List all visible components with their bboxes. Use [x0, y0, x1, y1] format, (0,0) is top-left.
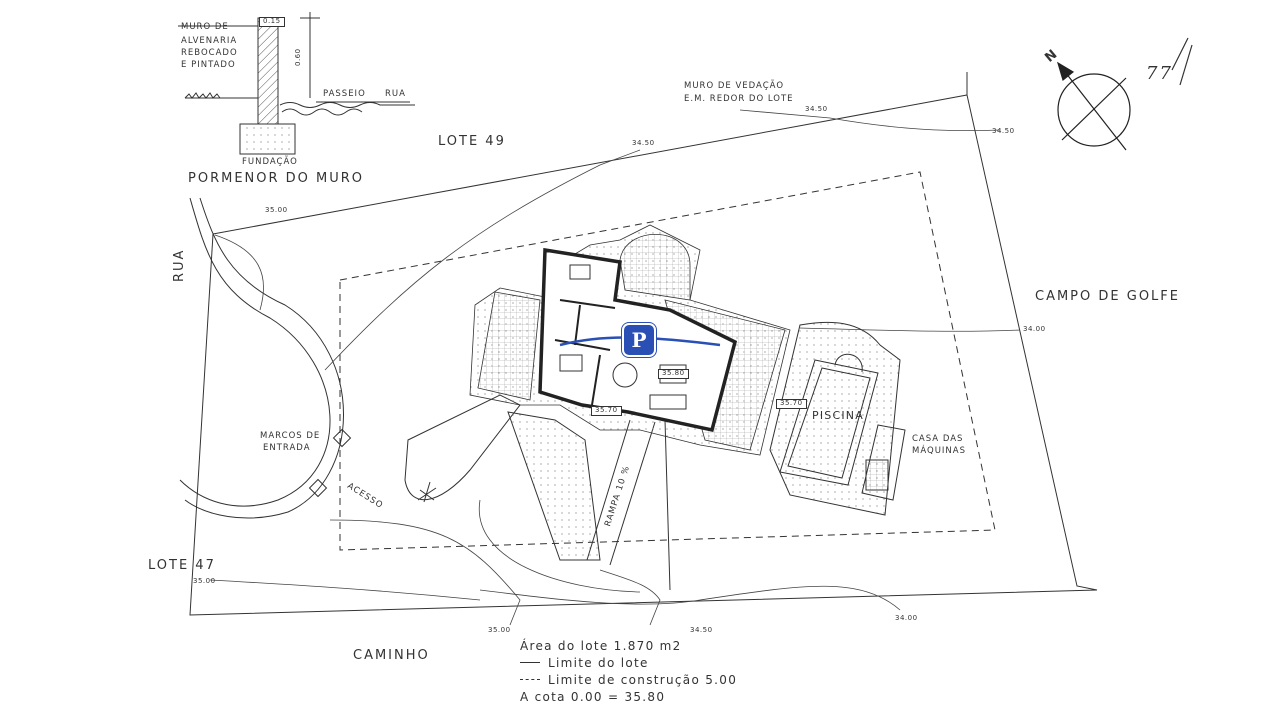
entrance-markers — [308, 428, 437, 503]
wall-label-4: E PINTADO — [181, 60, 236, 70]
legend: Área do lote 1.870 m2 Limite do lote Lim… — [520, 637, 737, 705]
legend-cota-text: A cota 0.00 = 35.80 — [520, 689, 666, 704]
elevation-8: 34.50 — [690, 626, 713, 634]
elevation-1: 34.50 — [632, 139, 655, 147]
house-elevation-3: 35.70 — [776, 399, 807, 409]
north-arrow — [1056, 61, 1131, 151]
muro-vedacao-label-2: E.M. REDOR DO LOTE — [684, 94, 794, 104]
elevation-9: 34.00 — [895, 614, 918, 622]
wall-height: 0.60 — [294, 48, 302, 66]
lote-49-label: LOTE 49 — [438, 134, 506, 149]
casa-maquinas-label-1: CASA DAS — [912, 434, 964, 444]
legend-cota: A cota 0.00 = 35.80 — [520, 688, 737, 705]
sheet-mark: 77 — [1146, 63, 1173, 84]
legend-area: Área do lote 1.870 m2 — [520, 637, 737, 654]
casa-maquinas-label-2: MÁQUINAS — [912, 446, 966, 456]
house-elevation-2: 35.70 — [591, 406, 622, 416]
marcos-label-2: ENTRADA — [263, 443, 311, 453]
legend-build-limit-text: Limite de construção 5.00 — [548, 672, 738, 687]
wall-label-3: REBOCADO — [181, 48, 238, 58]
street — [179, 197, 344, 519]
elevation-3: 34.50 — [992, 127, 1015, 135]
caminho-label: CAMINHO — [353, 648, 430, 663]
lot-boundary — [189, 94, 1098, 616]
elevation-4: 35.00 — [265, 206, 288, 214]
detail-title: PORMENOR DO MURO — [188, 171, 365, 186]
solid-line-sample — [520, 662, 540, 663]
lote-47-label: LOTE 47 — [148, 558, 216, 573]
house-elevation-1: 35.80 — [658, 369, 689, 379]
rua-label: RUA — [172, 248, 187, 282]
pool-area — [769, 321, 906, 516]
elevation-5: 34.00 — [1023, 325, 1046, 333]
sheet-mark-scribble — [1171, 37, 1193, 86]
legend-lot-limit-text: Limite do lote — [548, 655, 649, 670]
muro-vedacao-label-1: MURO DE VEDAÇÃO — [684, 81, 785, 91]
elevation-2: 34.50 — [805, 105, 828, 113]
wall-label-1: MURO DE — [181, 22, 229, 32]
legend-area-text: Área do lote 1.870 m2 — [520, 638, 682, 653]
dashed-line-sample — [520, 679, 540, 680]
agency-logo: P — [624, 325, 654, 355]
legend-build-limit: Limite de construção 5.00 — [520, 671, 737, 688]
street-label: RUA — [385, 89, 406, 99]
driveway — [404, 394, 601, 561]
wall-label-2: ALVENARIA — [181, 36, 238, 46]
foundation-label: FUNDAÇÃO — [242, 157, 298, 167]
wall-detail — [178, 12, 415, 155]
sidewalk-label: PASSEIO — [323, 89, 366, 99]
elevation-7: 35.00 — [488, 626, 511, 634]
marcos-label-1: MARCOS DE — [260, 431, 321, 441]
elevation-6: 35.00 — [193, 577, 216, 585]
wall-thickness: 0.15 — [259, 17, 285, 27]
campo-golfe-label: CAMPO DE GOLFE — [1035, 289, 1180, 304]
piscina-label: PISCINA — [812, 409, 864, 422]
legend-lot-limit: Limite do lote — [520, 654, 737, 671]
